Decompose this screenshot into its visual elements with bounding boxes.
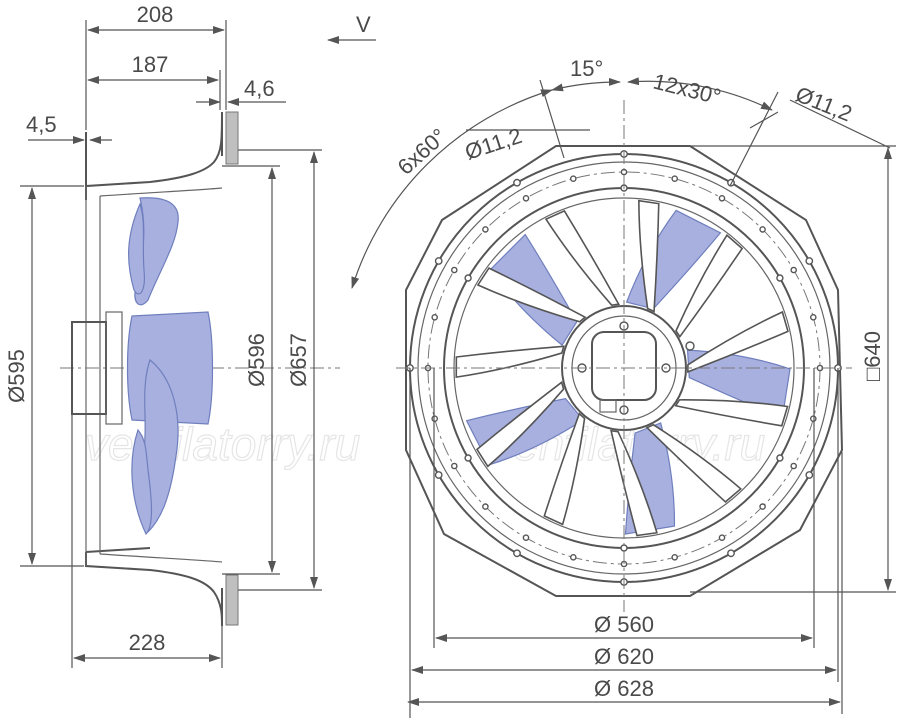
side-blade-5 — [131, 428, 153, 536]
ring-lines — [99, 187, 223, 563]
bolt-hole — [805, 257, 814, 265]
bolt-hole — [776, 274, 784, 282]
bolt-hole — [431, 313, 439, 321]
bolt-hole — [464, 454, 472, 462]
bolt-hole — [464, 274, 472, 282]
ext-15-left — [539, 79, 565, 159]
bolt-hole — [522, 534, 530, 542]
guard-strut — [645, 423, 742, 503]
hub-hole-r2 — [685, 341, 695, 351]
inlet-ring — [85, 186, 101, 566]
guard-strut — [543, 412, 586, 526]
dim-6x60: 6x60° — [393, 123, 452, 179]
guard-strut — [674, 399, 789, 427]
dim-187: 187 — [132, 52, 169, 77]
dim-560: Ø 560 — [594, 612, 654, 637]
bolt-hole — [810, 415, 817, 423]
dim-228: 228 — [129, 630, 166, 655]
front-view: 6x60° 15° 12x30° Ø11,2 Ø11,2 □640 Ø 560 … — [351, 56, 896, 718]
view-label: V — [356, 12, 371, 37]
dim-628: Ø 628 — [594, 676, 654, 701]
bolt-hole — [450, 462, 458, 470]
guard-strut — [610, 429, 658, 537]
hub-collar — [105, 311, 123, 425]
guard-strut — [675, 234, 744, 339]
bolt-hole — [434, 471, 443, 479]
dim-657: Ø657 — [286, 333, 311, 387]
bolt-hole — [776, 454, 784, 462]
bolt-hole — [513, 549, 521, 558]
dim-595: Ø595 — [4, 349, 29, 403]
bolt-hole — [431, 415, 439, 423]
terminal-box — [591, 331, 657, 401]
bolt-hole — [790, 462, 798, 470]
dim-12x30: 12x30° — [651, 69, 724, 110]
bolt-hole — [570, 554, 577, 561]
bolt-hole — [727, 549, 735, 558]
bolt-hole — [570, 175, 577, 182]
wall-hatch-top — [225, 111, 239, 165]
bolt-hole — [790, 266, 798, 274]
leader-11-2-right-tail — [789, 99, 891, 149]
dim-6x60-arc — [351, 89, 553, 289]
bolt-hole — [718, 194, 726, 202]
guard-strut — [638, 199, 660, 313]
dim-620: Ø 620 — [594, 644, 654, 669]
side-blade-4 — [128, 202, 145, 295]
dim-640: □640 — [860, 331, 885, 381]
bolt-hole — [450, 266, 458, 274]
bolt-hole — [482, 226, 489, 233]
dim-hole-right: Ø11,2 — [792, 81, 855, 126]
cable-gland — [599, 399, 617, 413]
bolt-hole — [513, 178, 521, 187]
bolt-hole — [810, 313, 817, 321]
bolt-hole — [759, 226, 766, 233]
bolt-hole — [482, 503, 489, 510]
bolt-hole — [759, 503, 766, 510]
dim-208: 208 — [137, 2, 174, 27]
dim-12x30-arc — [627, 77, 773, 111]
bolt-hole — [805, 471, 814, 479]
flange-plate — [405, 145, 844, 597]
dim-4-6: 4,6 — [244, 76, 275, 101]
bolt-hole — [522, 194, 530, 202]
leader-11-2-right — [749, 111, 779, 129]
bolt-hole — [671, 554, 679, 561]
wall-hatch-bottom — [225, 574, 239, 626]
watermark-left: ventilatorry.ru — [85, 418, 360, 470]
dim-596: Ø596 — [244, 333, 269, 387]
ext-12x30-right — [729, 91, 779, 187]
guard-strut — [455, 345, 565, 379]
dim-15: 15° — [570, 56, 603, 81]
bolt-hole — [718, 534, 726, 542]
dim-4-5: 4,5 — [26, 112, 57, 137]
bolt-hole — [671, 175, 679, 182]
bolt-hole — [434, 257, 443, 265]
guard-struts — [455, 199, 789, 537]
guard-strut — [544, 209, 620, 307]
dim-15-arc — [551, 77, 621, 92]
side-view: 208 187 4,6 4,5 Ø595 Ø596 Ø657 228 — [4, 2, 340, 668]
dim-hole-left: Ø11,2 — [462, 123, 525, 165]
guard-strut — [687, 310, 789, 374]
guard-strut — [475, 380, 565, 468]
